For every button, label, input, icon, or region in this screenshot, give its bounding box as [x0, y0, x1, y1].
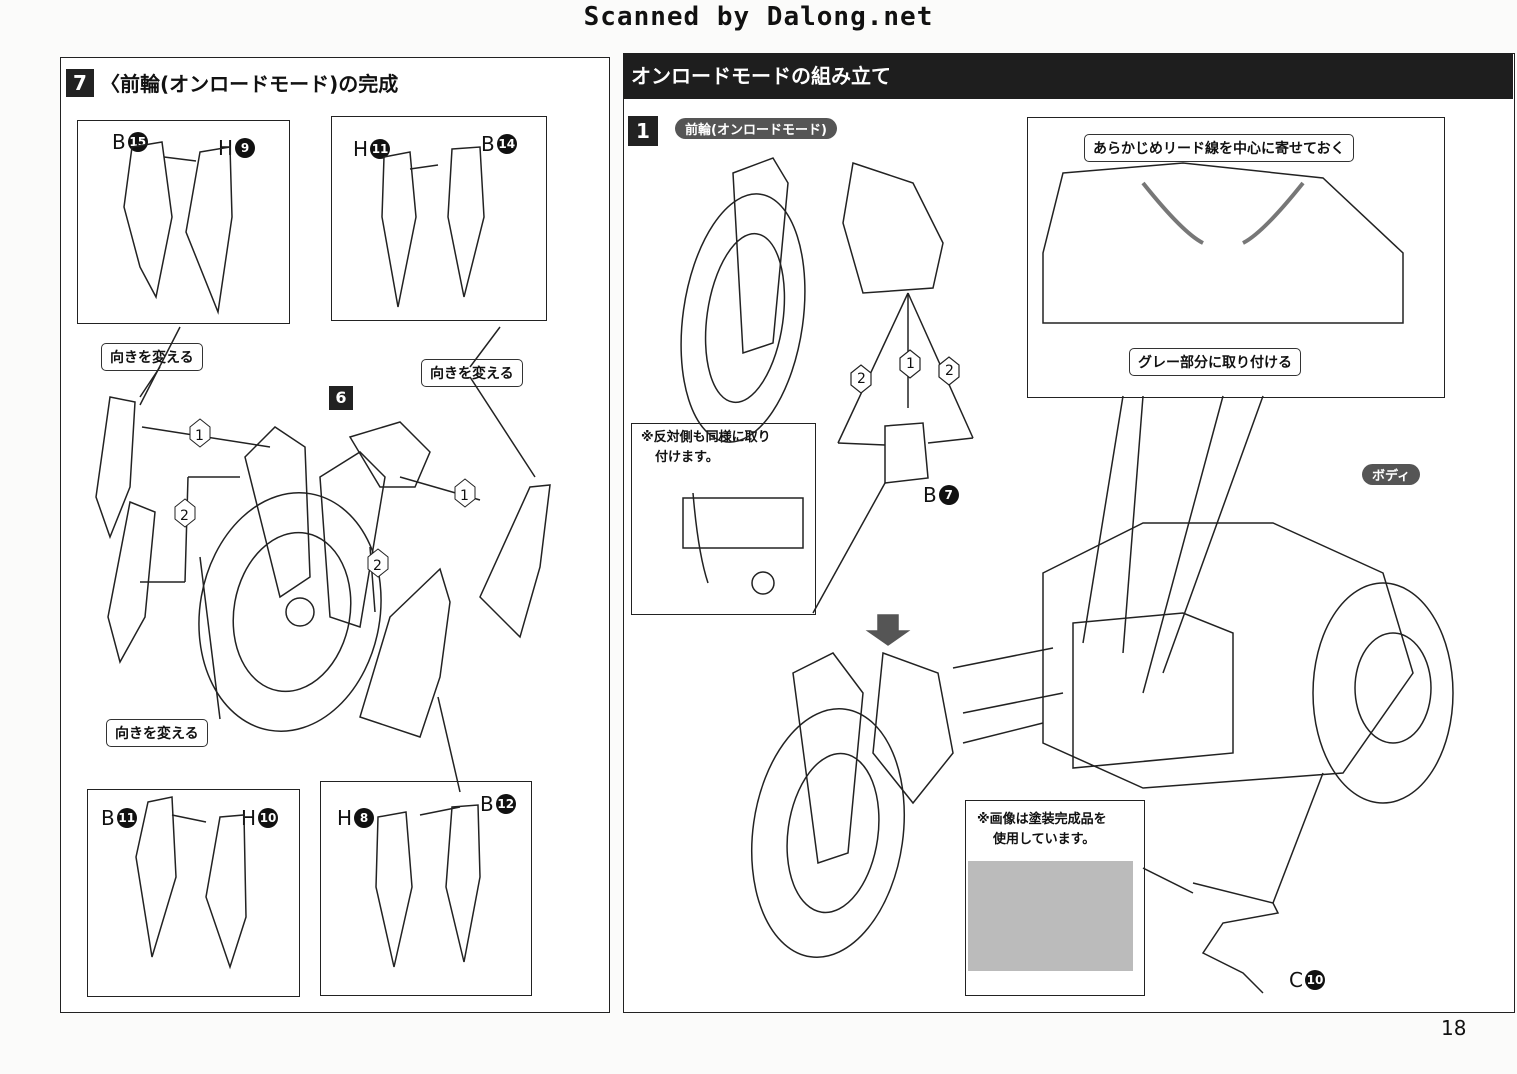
order-number: 1	[460, 488, 469, 504]
rear-disc	[1354, 632, 1432, 744]
part-number-badge: 10	[1304, 970, 1325, 990]
armor-plate-b12	[445, 804, 481, 963]
page-number: 18	[1441, 1016, 1467, 1040]
engine-block	[1072, 612, 1234, 769]
armor-plate-h8	[375, 811, 413, 968]
order-mark-2b	[367, 548, 389, 578]
sub-step-6-badge: 6	[329, 386, 353, 410]
note-painted-sample: ※画像は塗装完成品を使用しています。	[977, 812, 1107, 847]
front-rim	[232, 531, 352, 693]
part-number-badge: 11	[370, 139, 391, 159]
order-mark-1	[899, 349, 921, 379]
armor-plate-h9	[185, 146, 233, 315]
front-fork	[792, 652, 864, 864]
order-number: 1	[195, 428, 204, 444]
order-number: 2	[945, 363, 954, 379]
order-mark-2	[850, 364, 872, 394]
armor-plate-b15	[123, 141, 173, 300]
fork-right	[319, 451, 386, 628]
part-number-badge: 10	[258, 808, 279, 828]
step-number: 7	[66, 68, 94, 97]
order-mark-2b	[938, 356, 960, 386]
order-mark-1b	[454, 478, 476, 508]
lead-wire-detail	[1042, 162, 1404, 324]
callout-gray-part: グレー部分に取り付ける	[1129, 348, 1301, 376]
part-number-badge: 9	[235, 138, 256, 158]
reverse-detail-frame	[682, 497, 804, 549]
side-plate-left-upper	[95, 396, 136, 540]
caution-icon	[751, 571, 775, 595]
armor-plate-h11	[381, 151, 417, 308]
part-number-badge: 14	[496, 134, 517, 154]
step-1-badge: 1	[628, 116, 658, 146]
step1-tire	[680, 193, 806, 443]
part-number-badge: 12	[495, 794, 516, 814]
step-label-pill: 前輪(オンロードモード)	[675, 118, 837, 139]
rear-wheel	[1312, 582, 1454, 804]
step1-head	[842, 162, 944, 294]
bike-body	[1042, 522, 1414, 789]
detail-panel-reverse-side	[631, 423, 816, 615]
wheel-hub	[285, 597, 315, 627]
reverse-detail-wire	[692, 492, 709, 584]
subpanel-top-left	[77, 120, 290, 324]
part-c10-stand	[1192, 882, 1280, 994]
front-rim	[786, 752, 880, 914]
order-number: 1	[906, 356, 915, 372]
fork-left	[244, 426, 311, 599]
order-number: 2	[180, 508, 189, 524]
order-number: 2	[857, 371, 866, 387]
armor-plate-b14	[447, 146, 485, 298]
step1-fork	[732, 157, 789, 355]
callout-flip-direction: 向きを変える	[106, 719, 208, 747]
step-7-title: 7 〈前輪(オンロードモード)の完成	[66, 68, 398, 97]
armor-plate-h10	[205, 814, 247, 970]
front-tire	[750, 708, 906, 958]
step1-rim	[704, 232, 786, 404]
order-number: 2	[373, 558, 382, 574]
part-b7	[884, 422, 929, 484]
handle-head	[348, 421, 431, 488]
front-tire	[198, 492, 382, 732]
section-title-bar: オンロードモードの組み立て	[623, 53, 1513, 99]
left-assembly-drawing	[95, 141, 551, 970]
side-plate-right	[479, 484, 551, 639]
body-tag-pill: ボディ	[1362, 464, 1421, 485]
painted-photo	[968, 861, 1133, 971]
callout-lead-wire: あらかじめリード線を中心に寄せておく	[1084, 134, 1354, 162]
armor-plate-b11	[135, 796, 177, 958]
order-mark-1	[189, 418, 211, 448]
part-number-badge: 7	[938, 485, 959, 505]
order-mark-2	[174, 498, 196, 528]
step-title-text: 〈前輪(オンロードモード)の完成	[100, 72, 399, 96]
scan-watermark-header: Scanned by Dalong.net	[583, 2, 934, 32]
down-arrow	[865, 614, 911, 646]
part-number-badge: 11	[116, 808, 137, 828]
callout-flip-direction: 向きを変える	[101, 343, 203, 371]
part-number-badge: 8	[354, 808, 375, 828]
side-cover-right-lower	[359, 567, 451, 738]
front-head	[872, 651, 954, 805]
right-assembly-drawing	[680, 157, 1454, 994]
side-plate-left-lower	[107, 500, 156, 664]
